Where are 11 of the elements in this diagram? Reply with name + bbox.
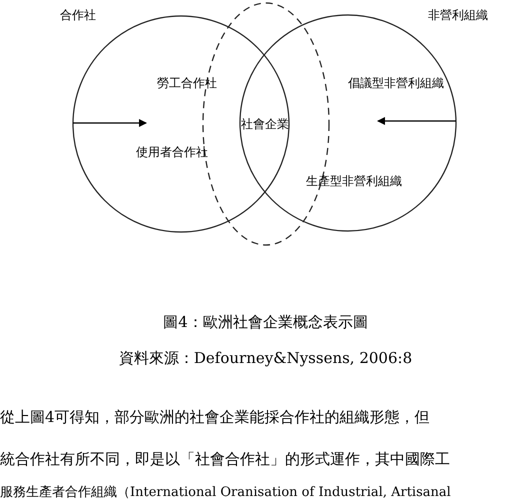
circle-heading: 合作社	[60, 8, 96, 22]
region-label: 社會企業	[241, 117, 289, 131]
region-label: 生產型非營利組織	[306, 174, 402, 188]
region-label: 倡議型非營利組織	[348, 76, 444, 90]
source-note: 資料來源：Defourney&Nyssens, 2006:8	[118, 349, 414, 367]
body-text-line: 從上圖4可得知，部分歐洲的社會企業能採合作社的組織形態，但	[0, 408, 430, 426]
figure-caption: 圖4：歐洲社會企業概念表示圖	[162, 313, 369, 331]
region-label: 勞工合作社	[157, 76, 217, 90]
body-text-line: 服務生產者合作組織（International Oranisation of Industrial, Artisanal	[0, 484, 451, 502]
body-text-line: 統合作社有所不同，即是以「社會合作社」的形式運作，其中國際工	[0, 450, 450, 468]
circle-heading: 非營利組織	[428, 8, 488, 22]
